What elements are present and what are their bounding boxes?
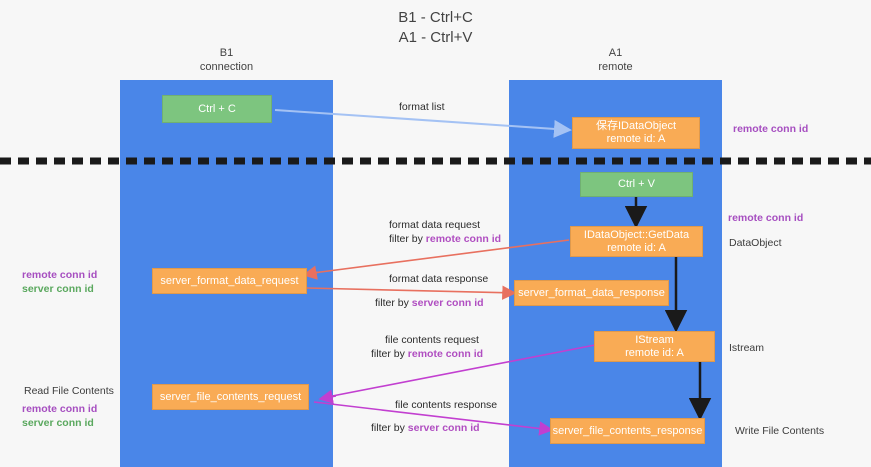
edge-label-format-data-request: format data request — [389, 219, 481, 231]
filter-key-remote-conn-id: remote conn id — [407, 348, 484, 360]
node-ctrl-c[interactable]: Ctrl + C — [162, 95, 272, 123]
filter-key-server-conn-id: server conn id — [407, 422, 480, 434]
annotation-right-write-file-contents: Write File Contents — [735, 425, 825, 437]
node-save-idataobject[interactable]: 保存IDataObject remote id: A — [572, 117, 700, 149]
annotation-left-remote-conn-id-bottom: remote conn id — [22, 403, 98, 415]
filter-prefix: filter by — [371, 422, 408, 434]
edge-label-format-list: format list — [399, 101, 445, 113]
column-header-b1: B1 connection — [199, 47, 254, 73]
annotation-right-remote-conn-id-mid: remote conn id — [728, 212, 804, 224]
node-istream[interactable]: IStream remote id: A — [594, 331, 715, 362]
node-ctrl-v[interactable]: Ctrl + V — [580, 172, 693, 197]
annotation-right-istream: Istream — [729, 342, 765, 354]
filter-key-server-conn-id: server conn id — [411, 297, 484, 309]
annotation-left-server-conn-id-bottom: server conn id — [22, 417, 94, 429]
node-server-format-data-request[interactable]: server_format_data_request — [152, 268, 307, 294]
edge-label-format-data-request-filter: filter by remote conn id — [389, 232, 501, 247]
node-server-file-contents-response[interactable]: server_file_contents_response — [550, 418, 705, 444]
filter-key-remote-conn-id: remote conn id — [425, 233, 502, 245]
node-server-file-contents-request[interactable]: server_file_contents_request — [152, 384, 309, 410]
annotation-right-dataobject: DataObject — [729, 237, 782, 249]
edge-label-file-contents-request: file contents request — [385, 334, 479, 346]
filter-prefix: filter by — [375, 297, 412, 309]
filter-prefix: filter by — [389, 233, 426, 245]
annotation-right-remote-conn-id-top: remote conn id — [733, 123, 809, 135]
node-save-idataobject-line2: remote id: A — [606, 133, 666, 145]
filter-prefix: filter by — [371, 348, 408, 360]
arrow-format-data-response — [306, 285, 517, 300]
edge-label-file-contents-response: file contents response — [395, 399, 498, 411]
node-getdata-line2: remote id: A — [607, 241, 666, 254]
node-save-idataobject-line1: 保存IDataObject — [595, 120, 677, 132]
node-istream-line1: IStream — [635, 333, 674, 346]
edge-label-file-contents-response-filter: filter by server conn id — [371, 421, 480, 436]
node-idataobject-getdata[interactable]: IDataObject::GetData remote id: A — [570, 226, 703, 257]
edge-label-file-contents-request-filter: filter by remote conn id — [371, 347, 483, 362]
annotation-left-read-file-contents: Read File Contents — [24, 385, 114, 397]
edge-label-format-data-response: format data response — [389, 273, 489, 285]
diagram-title: B1 - Ctrl+C A1 - Ctrl+V — [398, 9, 473, 46]
annotation-left-remote-conn-id-mid: remote conn id — [22, 269, 98, 281]
node-getdata-line1: IDataObject::GetData — [583, 228, 690, 241]
node-server-format-data-response[interactable]: server_format_data_response — [514, 280, 669, 306]
node-istream-line2: remote id: A — [625, 346, 684, 359]
column-header-a1: A1 remote — [598, 47, 633, 73]
edge-label-format-data-response-filter: filter by server conn id — [375, 296, 484, 311]
annotation-left-server-conn-id-mid: server conn id — [22, 283, 94, 295]
